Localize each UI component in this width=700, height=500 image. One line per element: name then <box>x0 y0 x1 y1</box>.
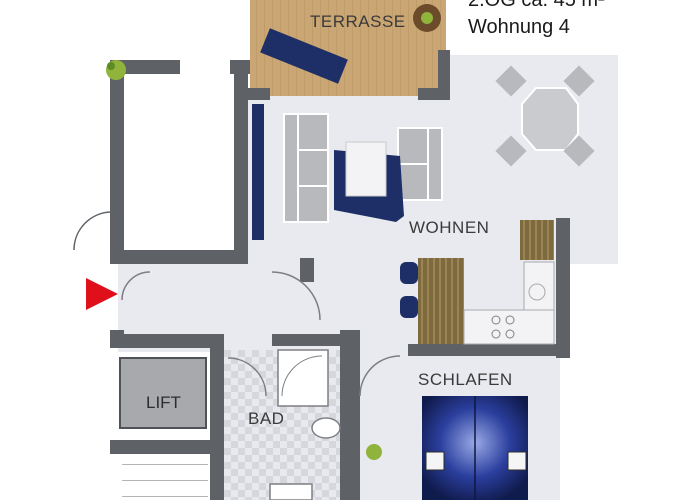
shaft-floor <box>124 77 234 253</box>
terrace-lounger <box>260 28 348 84</box>
sofa-right <box>397 127 443 201</box>
terrace-label: TERRASSE <box>310 12 406 31</box>
lift: LIFT <box>119 357 207 429</box>
apartment-title: Wohnung 4 <box>468 16 570 38</box>
sofa-left <box>283 113 329 223</box>
kitchen <box>400 220 555 345</box>
washbasin <box>269 483 313 500</box>
door-swing-icon <box>73 211 113 251</box>
floor-area-line: 2.OG ca. 45 m² <box>468 0 605 11</box>
staircase <box>122 456 208 500</box>
walls <box>110 50 570 500</box>
lift-label: LIFT <box>146 393 181 412</box>
toilet-icon <box>311 417 341 439</box>
coffee-table <box>345 141 387 197</box>
wardrobe <box>252 104 264 240</box>
bath-label: BAD <box>248 409 284 428</box>
sink-icon <box>528 283 546 301</box>
stove-icon <box>491 315 515 339</box>
plant-icon <box>106 60 126 80</box>
bed <box>422 396 528 500</box>
door-swing-icon <box>121 271 401 397</box>
header: 2.OG ca. 45 m² Wohnung 4 <box>446 0 700 50</box>
living-label: WOHNEN <box>409 218 489 237</box>
shower <box>277 349 329 407</box>
kitchen-column <box>523 261 555 311</box>
entry-arrow-icon <box>86 278 118 310</box>
plant-icon <box>366 444 382 460</box>
counter <box>463 309 555 345</box>
bedroom-label: SCHLAFEN <box>418 370 513 389</box>
wall-cabinet <box>520 220 554 260</box>
plant-icon <box>413 4 441 32</box>
bar-counter <box>418 258 464 344</box>
